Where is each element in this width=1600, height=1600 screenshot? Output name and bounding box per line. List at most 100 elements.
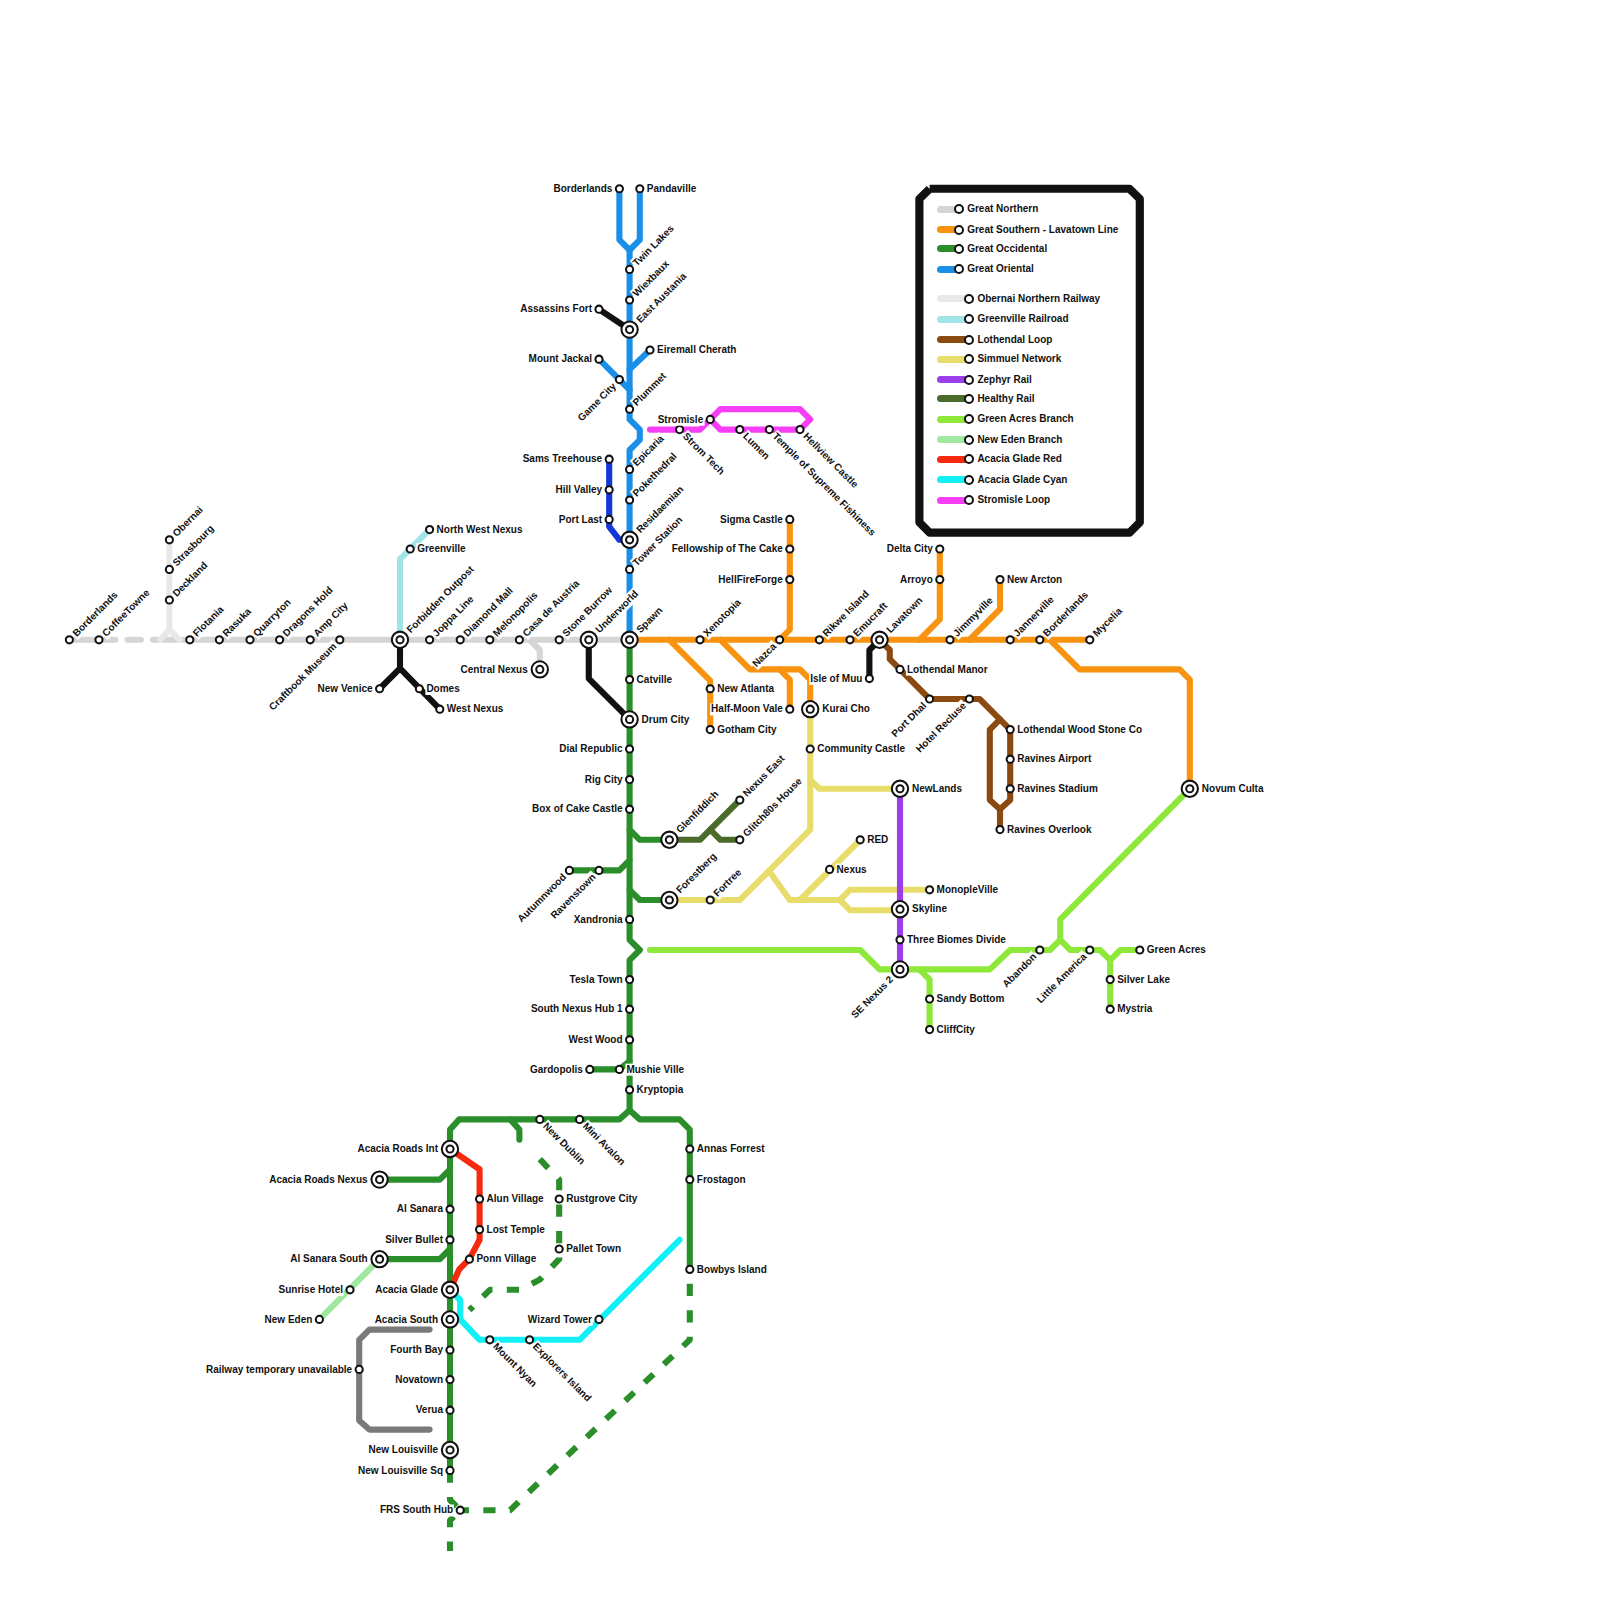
station-label: Ravines Airport <box>1016 753 1092 765</box>
station-circle <box>676 426 683 433</box>
station-marker <box>316 1316 323 1323</box>
station-circle <box>736 426 743 433</box>
station-marker <box>621 532 637 548</box>
station-circle <box>796 426 803 433</box>
station-label: Sandy Bottom <box>936 993 1006 1005</box>
station-label: Strom Tech <box>680 430 728 478</box>
station-circle <box>556 1245 563 1252</box>
station-marker <box>626 916 633 923</box>
station-marker <box>686 1145 693 1152</box>
station-label: Nazca <box>749 640 779 670</box>
station-label: CliffCity <box>936 1024 976 1036</box>
station-marker <box>621 632 637 648</box>
station-label: Gotham City <box>716 724 777 736</box>
rail-line <box>630 640 670 840</box>
station-marker <box>595 1316 602 1323</box>
station-marker <box>926 995 933 1002</box>
station-marker <box>926 886 933 893</box>
station-circle <box>457 636 464 643</box>
station-label: Port Dhal <box>888 699 929 740</box>
legend-text: New Eden Branch <box>977 434 1062 446</box>
station-marker <box>442 1311 458 1327</box>
station-marker <box>866 675 873 682</box>
rail-line <box>710 830 740 840</box>
station-marker <box>446 1407 453 1414</box>
station-label: Acacia Roads Int <box>356 1143 439 1155</box>
station-label: Arroyo <box>899 574 934 586</box>
station-circle <box>996 826 1003 833</box>
station-circle <box>626 745 633 752</box>
station-label: Drum City <box>641 714 691 726</box>
station-marker <box>696 636 703 643</box>
legend-station <box>964 475 974 485</box>
station-circle <box>416 685 423 692</box>
station-marker <box>616 1066 623 1073</box>
rail-line <box>569 830 629 871</box>
station-circle <box>686 1176 693 1183</box>
rail-line <box>160 540 169 640</box>
station-marker <box>346 1286 353 1293</box>
rail-line <box>380 1249 450 1259</box>
station-label: Lavatown <box>883 594 925 636</box>
legend-text: Green Acres Branch <box>977 414 1073 426</box>
rail-line <box>450 1149 480 1290</box>
station-marker <box>1086 946 1093 953</box>
station-label: Sunrise Hotel <box>278 1284 344 1296</box>
station-circle <box>186 636 193 643</box>
interchange-ring <box>446 1286 453 1293</box>
station-circle <box>1136 946 1143 953</box>
rail-line <box>650 789 1190 970</box>
station-circle <box>616 185 623 192</box>
station-label: Gardopolis <box>529 1064 584 1076</box>
station-marker <box>1107 1006 1114 1013</box>
rail-line <box>589 640 630 720</box>
station-label: Novum Culta <box>1201 783 1265 795</box>
station-circle <box>595 867 602 874</box>
station-circle <box>576 1116 583 1123</box>
station-label: New Louisville Sq <box>357 1465 444 1477</box>
station-marker <box>1086 636 1093 643</box>
station-label: Ponn Village <box>475 1253 537 1265</box>
legend-frame <box>919 189 1139 533</box>
station-circle <box>626 916 633 923</box>
station-marker <box>786 706 793 713</box>
station-circle <box>626 496 633 503</box>
station-circle <box>1007 756 1014 763</box>
station-label: West Nexus <box>446 703 505 715</box>
station-marker <box>566 867 573 874</box>
station-marker <box>707 896 714 903</box>
station-marker <box>186 636 193 643</box>
station-circle <box>442 1141 458 1157</box>
station-circle <box>595 306 602 313</box>
station-marker <box>1007 726 1014 733</box>
station-marker <box>786 576 793 583</box>
interchange-ring <box>536 666 543 673</box>
station-circle <box>446 1376 453 1383</box>
station-label: Tesla Town <box>569 974 624 986</box>
station-label: Mycelia <box>1090 605 1125 640</box>
station-marker <box>736 426 743 433</box>
station-marker <box>626 566 633 573</box>
station-label: Xandronia <box>573 914 624 926</box>
interchange-ring <box>807 706 814 713</box>
rail-line <box>650 409 810 429</box>
station-marker <box>857 836 864 843</box>
station-label: Spawn <box>633 604 665 636</box>
station-circle <box>595 356 602 363</box>
station-circle <box>166 596 173 603</box>
station-circle <box>586 1066 593 1073</box>
station-label: Explorers Island <box>530 1340 595 1405</box>
interchange-ring <box>876 636 883 643</box>
station-marker <box>457 636 464 643</box>
station-marker <box>595 356 602 363</box>
station-marker <box>556 1195 563 1202</box>
station-label: Craftbook Museum <box>266 640 340 714</box>
station-circle <box>621 532 637 548</box>
station-label: Domes <box>425 683 460 695</box>
rail-line <box>630 189 640 250</box>
station-marker <box>606 456 613 463</box>
station-marker <box>426 526 433 533</box>
station-marker <box>1182 781 1198 797</box>
station-marker <box>576 1116 583 1123</box>
rail-line <box>630 250 640 640</box>
